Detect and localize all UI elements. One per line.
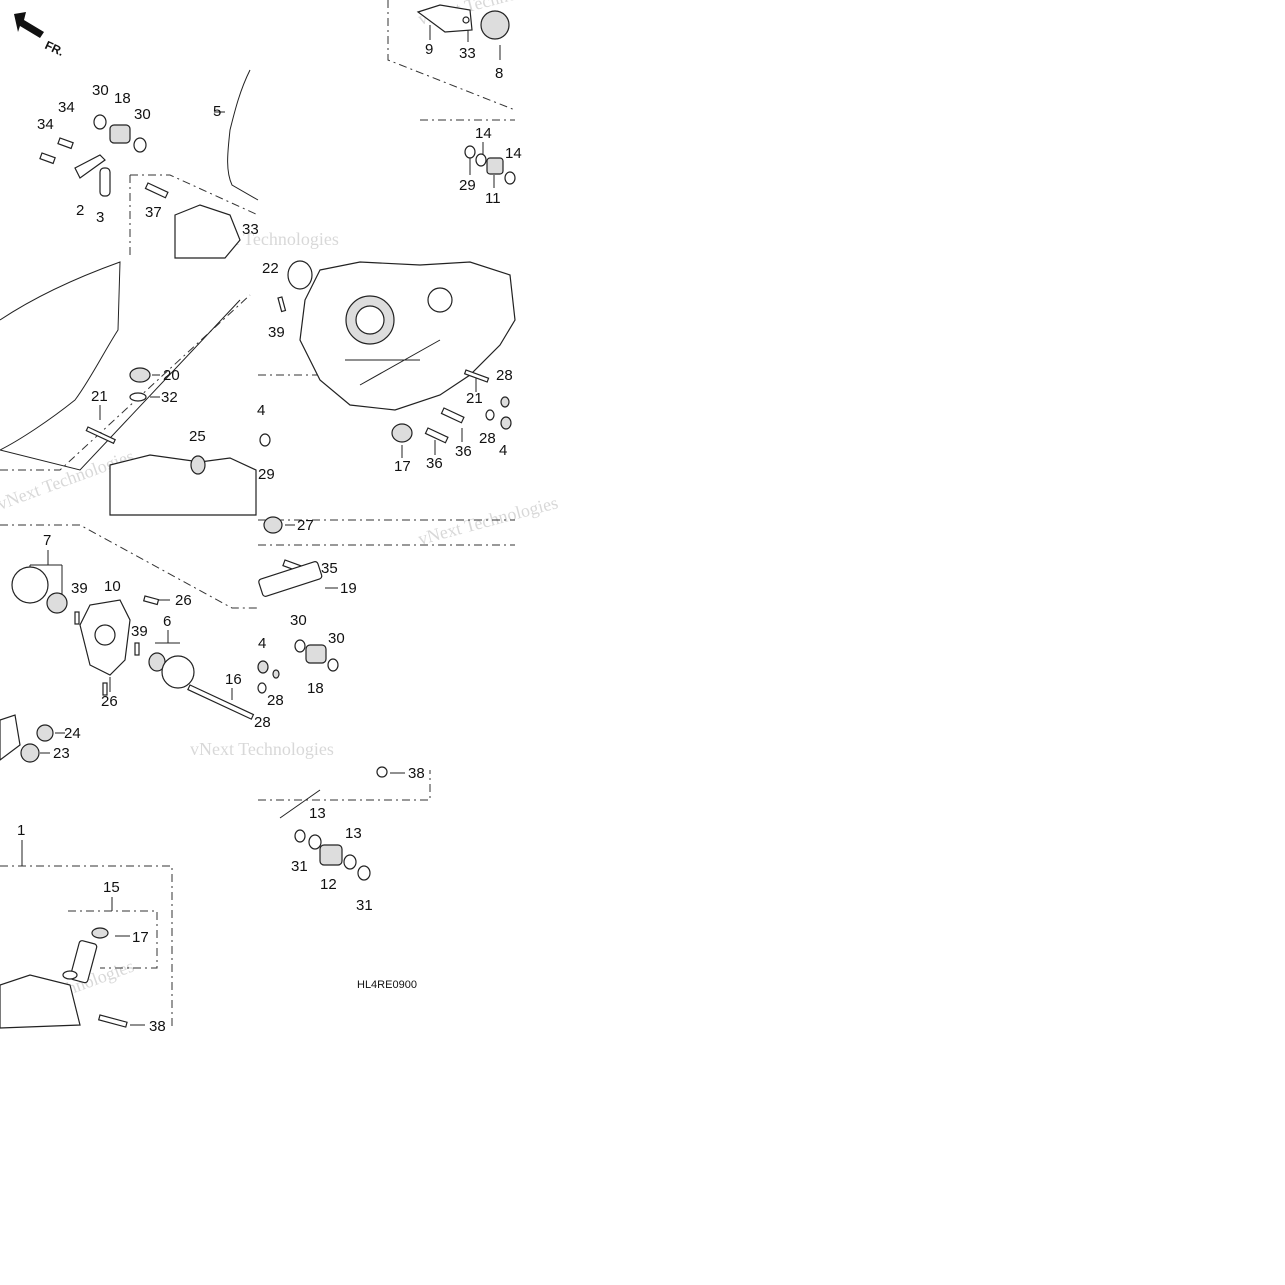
- callout-label: 9: [425, 41, 433, 58]
- callout-label: 34: [37, 116, 54, 133]
- callout-label: 28: [479, 430, 496, 447]
- callout-label: 15: [103, 879, 120, 896]
- callout-label: 33: [242, 221, 259, 238]
- leader-lines: [21, 24, 501, 1026]
- callout-label: 27: [297, 517, 314, 534]
- callout-label: 4: [257, 402, 265, 419]
- callout-label: 19: [340, 580, 357, 597]
- callout-label: 33: [459, 45, 476, 62]
- front-direction-label: FR.: [43, 38, 66, 59]
- callout-label: 29: [258, 466, 275, 483]
- callout-label: 21: [466, 390, 483, 407]
- crankcase: [299, 261, 516, 411]
- callout-label: 4: [499, 442, 507, 459]
- callout-label: 5: [213, 103, 221, 120]
- diagram-code: HL4RE0900: [357, 979, 417, 991]
- callout-label: 20: [163, 367, 180, 384]
- callout-label: 38: [408, 765, 425, 782]
- callout-label: 36: [455, 443, 472, 460]
- callout-label: 7: [43, 532, 51, 549]
- callout-label: 16: [225, 671, 242, 688]
- callout-label: 17: [394, 458, 411, 475]
- callout-label: 28: [496, 367, 513, 384]
- callout-label: 11: [485, 190, 501, 207]
- assembly-outlines: [0, 0, 516, 1028]
- callout-label: 12: [320, 876, 337, 893]
- callout-label: 28: [267, 692, 284, 709]
- callout-label: 30: [328, 630, 345, 647]
- callout-label: 31: [291, 858, 308, 875]
- callout-label: 26: [101, 693, 118, 710]
- callout-label: 36: [426, 455, 443, 472]
- callout-label: 39: [268, 324, 285, 341]
- callout-label: 14: [475, 125, 492, 142]
- callout-label: 23: [53, 745, 70, 762]
- gaskets: [0, 69, 259, 471]
- callout-label: 21: [91, 388, 108, 405]
- watermark-text: vNext Technologies: [190, 739, 334, 759]
- callout-label: 29: [459, 177, 476, 194]
- callout-label: 32: [161, 389, 178, 406]
- front-direction-arrow: FR.: [14, 12, 66, 59]
- callout-label: 39: [131, 623, 148, 640]
- callout-label: 6: [163, 613, 171, 630]
- callout-label: 3: [96, 209, 104, 226]
- callout-label: 13: [345, 825, 362, 842]
- callout-labels: 1 2 3 4 4 4 5 6 7 8 9 10 11 12 13 13 14 …: [17, 41, 522, 1035]
- callout-label: 4: [258, 635, 266, 652]
- callout-label: 30: [92, 82, 109, 99]
- callout-label: 2: [76, 202, 84, 219]
- callout-label: 8: [495, 65, 503, 82]
- callout-label: 26: [175, 592, 192, 609]
- callout-label: 14: [505, 145, 522, 162]
- callout-label: 1: [17, 822, 25, 839]
- watermark-text: vNext Technologies: [416, 492, 560, 549]
- callout-label: 18: [114, 90, 131, 107]
- callout-label: 13: [309, 805, 326, 822]
- callout-label: 10: [104, 578, 121, 595]
- small-parts: [11, 4, 516, 1028]
- callout-label: 17: [132, 929, 149, 946]
- oil-pump-housing: [0, 204, 257, 1029]
- callout-label: 22: [262, 260, 279, 277]
- watermarks: vNext Technologies vNext Technologies vN…: [0, 0, 560, 1024]
- callout-label: 35: [321, 560, 338, 577]
- callout-label: 25: [189, 428, 206, 445]
- callout-label: 18: [307, 680, 324, 697]
- callout-label: 37: [145, 204, 162, 221]
- callout-label: 24: [64, 725, 81, 742]
- callout-label: 38: [149, 1018, 166, 1035]
- callout-label: 31: [356, 897, 373, 914]
- callout-label: 30: [290, 612, 307, 629]
- callout-label: 34: [58, 99, 75, 116]
- callout-label: 39: [71, 580, 88, 597]
- callout-label: 30: [134, 106, 151, 123]
- callout-label: 28: [254, 714, 271, 731]
